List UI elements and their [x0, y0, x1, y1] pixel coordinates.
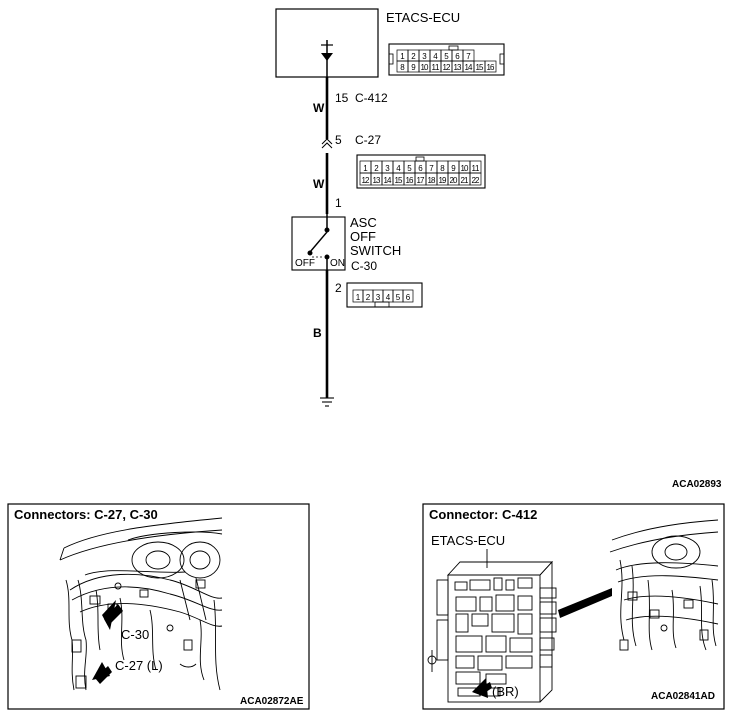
callout-arrow-icon [102, 600, 116, 630]
connector-pin-number: 5 [396, 293, 401, 302]
connector-pin-number: 7 [429, 164, 434, 173]
connector-pin-number: 17 [417, 176, 426, 185]
connector-pin-number: 12 [362, 176, 371, 185]
location-pointer-icon [558, 588, 612, 618]
callout-arrow-icon [92, 662, 110, 680]
connector-pin-number: 20 [450, 176, 459, 185]
panel-right-unit-label: ETACS-ECU [431, 533, 505, 548]
connector-pin-number: 6 [418, 164, 423, 173]
connector-pin-number: 15 [476, 63, 485, 72]
switch-on-label: ON [330, 258, 345, 269]
connector-pin-number: 21 [461, 176, 470, 185]
terminal-pin: 15 [335, 91, 349, 105]
wire-color-label: B [313, 326, 322, 340]
panel-right [422, 503, 725, 710]
connector-pin-number: 8 [440, 164, 445, 173]
terminal-pin: 2 [335, 281, 342, 295]
connector-pin-number: 3 [376, 293, 381, 302]
switch-name-line: SWITCH [350, 243, 401, 258]
switch-off-label: OFF [295, 258, 315, 269]
panel-left [7, 503, 310, 710]
callout-c27: C-27 (L) [115, 658, 163, 673]
callout-c30: C-30 [121, 627, 149, 642]
connector-pin-number: 13 [373, 176, 382, 185]
connector-pin-number: 16 [406, 176, 415, 185]
connector-pin-number: 1 [363, 164, 368, 173]
connector-pin-number: 11 [472, 164, 481, 173]
panel-left-title: Connectors: C-27, C-30 [14, 507, 158, 522]
connector-pin-number: 3 [422, 52, 427, 61]
switch-name-line: ASC [350, 215, 377, 230]
terminal-pin: 5 [335, 133, 342, 147]
connector-pin-number: 10 [461, 164, 470, 173]
connector-pin-number: 6 [455, 52, 460, 61]
connector-pin-number: 6 [406, 293, 411, 302]
connector-pin-number: 14 [465, 63, 474, 72]
dashboard-sketch-left [59, 517, 223, 691]
switch-connector: C-30 [351, 259, 377, 273]
diagram-code: ACA02893 [672, 479, 722, 490]
ground-icon [320, 397, 334, 407]
terminal-connector: C-27 [355, 133, 381, 147]
c27-inline-connector-icon [321, 138, 333, 149]
connector-pin-number: 1 [400, 52, 405, 61]
connector-pin-number: 5 [407, 164, 412, 173]
ecu-unit-sketch [427, 560, 557, 703]
connector-pin-number: 2 [374, 164, 379, 173]
connector-pin-number: 2 [411, 52, 416, 61]
connector-pin-number: 4 [386, 293, 391, 302]
dashboard-sketch-right [609, 519, 719, 651]
connector-pin-number: 12 [443, 63, 452, 72]
terminal-connector: C-412 [355, 91, 388, 105]
connector-pin-cell [469, 172, 482, 186]
panel-right-code: ACA02841AD [651, 691, 715, 702]
connector-pin-number: 4 [433, 52, 438, 61]
connector-pin-number: 19 [439, 176, 448, 185]
connector-pin-number: 16 [487, 63, 496, 72]
connector-pin-number: 2 [366, 293, 371, 302]
connector-pin-number: 10 [421, 63, 430, 72]
connector-pin-number: 1 [356, 293, 361, 302]
connector-pin-number: 9 [451, 164, 456, 173]
panel-left-code: ACA02872AE [240, 696, 304, 707]
switch-name-line: OFF [350, 229, 376, 244]
connector-pin-number: 4 [396, 164, 401, 173]
connector-pin-number: 14 [384, 176, 393, 185]
connector-pin-number: 8 [400, 63, 405, 72]
connector-pin-number: 7 [466, 52, 471, 61]
callout-arrow-icon [472, 678, 488, 698]
connector-pin-cell [484, 60, 497, 73]
connector-pin-number: 9 [411, 63, 416, 72]
connector-pin-number: 18 [428, 176, 437, 185]
ecu-diode-icon [321, 40, 333, 77]
ecu-label: ETACS-ECU [386, 10, 460, 25]
connector-pin-number: 15 [395, 176, 404, 185]
connector-pin-number: 13 [454, 63, 463, 72]
terminal-pin: 1 [335, 196, 342, 210]
wire-color-label: W [313, 177, 325, 191]
panel-right-title: Connector: C-412 [429, 507, 537, 522]
callout-br: (BR) [492, 684, 519, 699]
wire-color-label: W [313, 101, 325, 115]
connector-pin-number: 3 [385, 164, 390, 173]
connector-pin-number: 11 [432, 63, 441, 72]
switch-box [291, 216, 346, 271]
connector-pin-cell [402, 289, 414, 303]
connector-pin-number: 22 [472, 176, 481, 185]
switch-contact-icon [307, 214, 330, 270]
connector-pin-number: 5 [444, 52, 449, 61]
